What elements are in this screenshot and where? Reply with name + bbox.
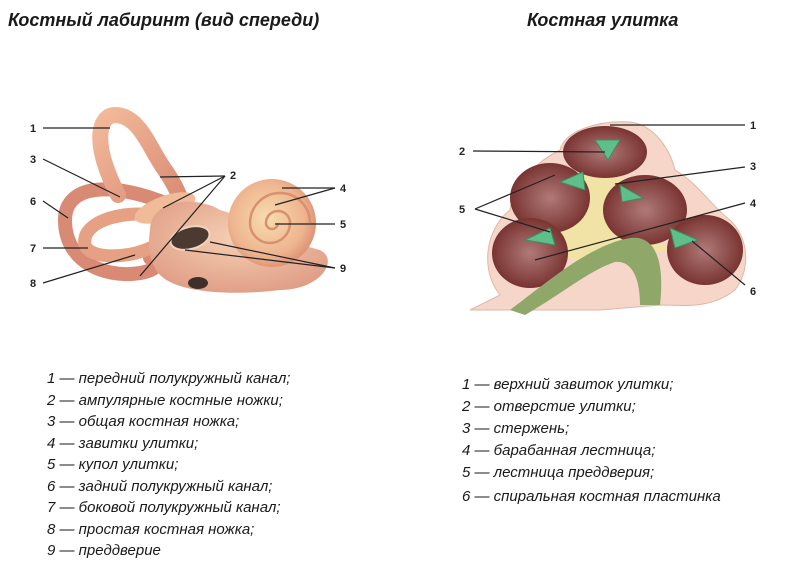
legend-item: 7 — боковой полукружный канал; bbox=[47, 499, 281, 516]
callout-8: 8 bbox=[30, 278, 36, 290]
callout-2: 2 bbox=[459, 146, 465, 158]
callout-4: 4 bbox=[750, 198, 757, 210]
legend-item: 4 — завитки улитки; bbox=[47, 434, 199, 452]
legend-item: 6 — задний полукружный канал; bbox=[47, 477, 273, 495]
callout-2: 2 bbox=[230, 170, 236, 182]
callout-5: 5 bbox=[340, 219, 346, 231]
labyrinth-title: Костный лабиринт (вид спереди) bbox=[8, 10, 320, 30]
legend-item: 3 — общая костная ножка; bbox=[47, 413, 240, 430]
callout-6: 6 bbox=[750, 286, 756, 298]
legend-item: 5 — лестница преддверия; bbox=[462, 464, 655, 481]
legend-item: 8 — простая костная ножка; bbox=[47, 520, 255, 538]
callout-3: 3 bbox=[30, 154, 36, 166]
cochlea-legend: 1 — верхний завиток улитки; 2 — отверсти… bbox=[462, 374, 721, 508]
callout-3: 3 bbox=[750, 161, 756, 173]
legend-item: 2 — отверстие улитки; bbox=[462, 398, 636, 415]
callout-1: 1 bbox=[750, 120, 756, 132]
callout-5: 5 bbox=[459, 204, 465, 216]
callout-4: 4 bbox=[340, 183, 347, 195]
legend-item: 1 — передний полукружный канал; bbox=[47, 370, 291, 387]
labyrinth-legend: 1 — передний полукружный канал; 2 — ампу… bbox=[47, 368, 290, 562]
legend-item: 1 — верхний завиток улитки; bbox=[462, 376, 674, 393]
legend-item: 9 — преддверие bbox=[47, 542, 161, 559]
legend-item: 5 — купол улитки; bbox=[47, 456, 179, 473]
callout-6: 6 bbox=[30, 196, 36, 208]
legend-item: 3 — стержень; bbox=[462, 420, 570, 437]
bony-cochlea-illustration: 1 2 3 4 5 6 bbox=[440, 110, 780, 320]
cochlea-title: Костная улитка bbox=[527, 10, 679, 30]
callout-9: 9 bbox=[340, 263, 346, 275]
legend-item: 4 — барабанная лестница; bbox=[462, 442, 656, 459]
callout-7: 7 bbox=[30, 243, 36, 255]
legend-item: 2 — ампулярные костные ножки; bbox=[47, 391, 283, 409]
legend-item: 6 — спиральная костная пластинка bbox=[462, 488, 721, 505]
bony-labyrinth-illustration: 1 3 6 7 8 2 4 5 9 bbox=[20, 100, 380, 310]
callout-1: 1 bbox=[30, 123, 36, 135]
